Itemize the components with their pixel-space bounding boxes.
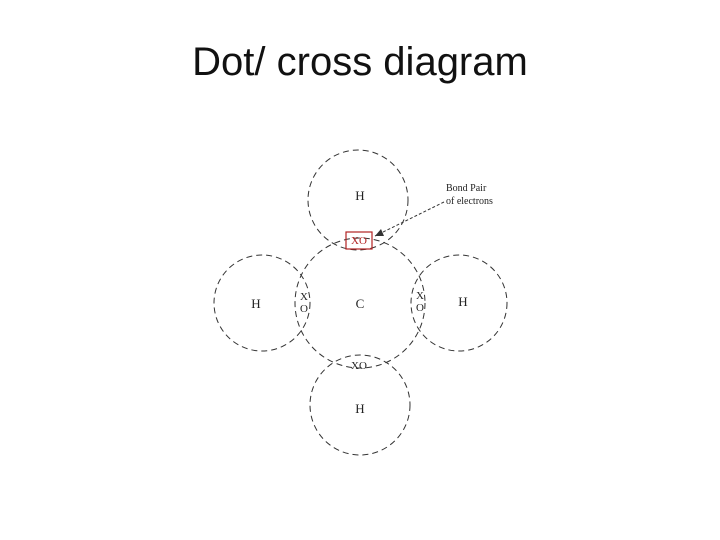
atom-label-hydrogen-bottom: H <box>355 401 364 416</box>
bond-pair-left-dot: O <box>300 303 308 315</box>
bond-pair-top: XO <box>351 235 367 247</box>
carbon-shell <box>294 237 426 369</box>
slide-title: Dot/ cross diagram <box>192 40 528 84</box>
hydrogen-shell-right <box>410 254 508 352</box>
bond-pair-left-cross: X <box>300 291 308 303</box>
annotation-arrowhead <box>375 229 384 236</box>
atom-label-hydrogen-left: H <box>251 296 260 311</box>
annotation-line-1: Bond Pair <box>446 183 487 194</box>
hydrogen-shell-left <box>213 254 311 352</box>
annotation-arrow <box>374 201 445 237</box>
bond-pair-right-cross: X <box>416 290 424 302</box>
hydrogen-shell-bottom <box>309 354 411 456</box>
atom-label-carbon: C <box>356 296 365 311</box>
hydrogen-shell-top <box>307 149 409 251</box>
atom-label-hydrogen-right: H <box>458 294 467 309</box>
bond-pair-right-dot: O <box>416 302 424 314</box>
annotation-line-2: of electrons <box>446 196 493 207</box>
bond-pair-highlight-box <box>345 231 373 250</box>
atom-label-hydrogen-top: H <box>355 188 364 203</box>
bond-pair-bottom: XO <box>351 360 367 372</box>
